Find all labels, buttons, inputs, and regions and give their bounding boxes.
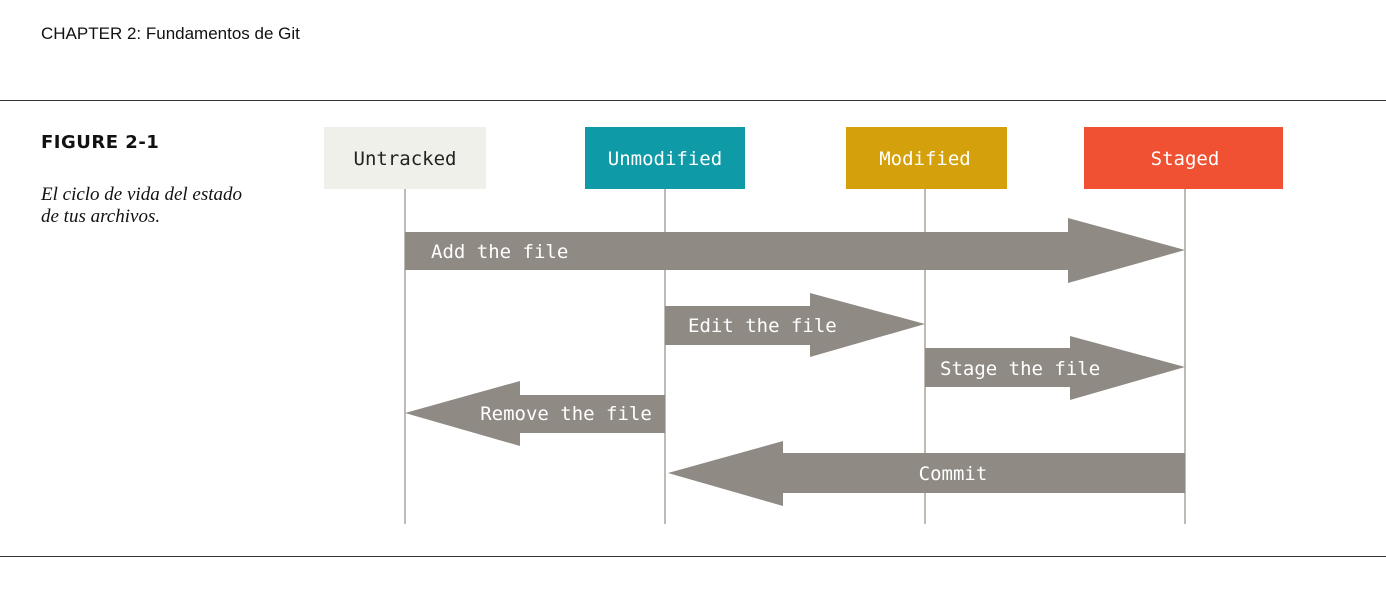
- arrow-remove-the-file: Remove the file: [405, 381, 665, 446]
- figure-label: FIGURE 2-1: [41, 132, 160, 153]
- state-staged-box: [1084, 127, 1283, 189]
- arrow-edit-the-file-label: Edit the file: [688, 315, 837, 337]
- bottom-divider: [0, 556, 1386, 557]
- state-staged-label: Staged: [1151, 148, 1220, 170]
- arrow-commit-shape: [668, 441, 1185, 506]
- arrow-remove-the-file-label: Remove the file: [480, 403, 652, 425]
- figure-caption: El ciclo de vida del estado de tus archi…: [41, 184, 243, 227]
- state-unmodified-box: [585, 127, 745, 189]
- state-unmodified: Unmodified: [585, 127, 745, 189]
- state-staged: Staged: [1084, 127, 1283, 189]
- state-unmodified-label: Unmodified: [608, 148, 722, 170]
- state-untracked: Untracked: [324, 127, 486, 189]
- state-untracked-box: [324, 127, 486, 189]
- arrow-remove-the-file-shape: [405, 381, 665, 446]
- arrow-stage-the-file-label: Stage the file: [940, 358, 1100, 380]
- arrow-edit-the-file: Edit the file: [665, 293, 925, 357]
- chapter-title: CHAPTER 2: Fundamentos de Git: [41, 24, 300, 43]
- arrow-add-the-file-label: Add the file: [431, 241, 568, 263]
- arrow-add-the-file-shape: [405, 218, 1185, 283]
- top-divider: [0, 100, 1386, 101]
- state-modified: Modified: [846, 127, 1007, 189]
- arrow-commit: Commit: [668, 441, 1185, 506]
- arrow-edit-the-file-shape: [665, 293, 925, 357]
- state-untracked-label: Untracked: [354, 148, 457, 170]
- arrow-stage-the-file: Stage the file: [925, 336, 1185, 400]
- arrow-stage-the-file-shape: [925, 336, 1185, 400]
- arrow-add-the-file: Add the file: [405, 218, 1185, 283]
- state-modified-label: Modified: [879, 148, 971, 170]
- arrow-commit-label: Commit: [919, 463, 988, 485]
- state-modified-box: [846, 127, 1007, 189]
